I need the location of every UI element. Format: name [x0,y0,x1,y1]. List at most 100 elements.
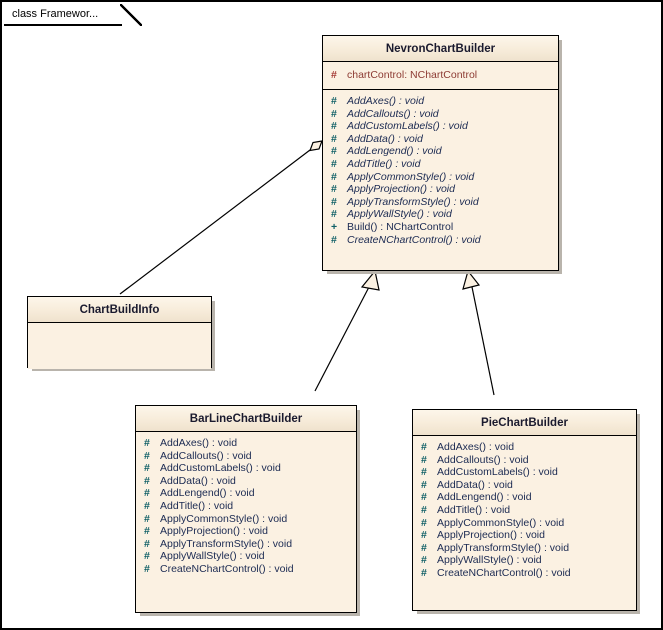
operation-row: #AddTitle() : void [413,504,636,517]
visibility-marker: # [421,453,427,466]
attributes-compartment-nevronchartbuilder: #chartControl: NChartControl [323,62,558,90]
operation-signature: AddCustomLabels() : void [437,466,558,479]
operation-signature: AddCallouts() : void [437,453,529,466]
visibility-marker: # [331,120,337,133]
members-compartment-chartbuildinfo [28,323,211,369]
operation-row: # AddData() : void [323,133,558,146]
visibility-marker: # [144,525,150,538]
visibility-marker: # [421,478,427,491]
visibility-marker: # [144,512,150,525]
operation-signature: AddCallouts() : void [347,107,439,120]
operation-row: # AddTitle() : void [323,158,558,171]
operation-row: #ApplyProjection() : void [323,183,558,196]
visibility-marker: # [144,462,150,475]
operation-row: # ApplyTransformStyle() : void [323,196,558,209]
operation-row: # AddAxes() : void [413,441,636,454]
operation-signature: CreateNChartControl() : void [437,566,571,579]
operation-signature: CreateNChartControl() : void [347,233,481,246]
operation-signature: ApplyTransformStyle() : void [437,541,570,554]
visibility-marker: # [421,554,427,567]
operation-signature: ApplyWallStyle() : void [160,550,265,563]
class-name-barlinechartbuilder: BarLineChartBuilder [136,406,356,432]
operation-row: # AddAxes() : void [323,95,558,108]
operation-signature: ApplyProjection() : void [160,525,268,538]
visibility-marker: + [331,220,338,233]
operation-row: #AddData() : void [136,475,356,488]
visibility-marker: # [421,466,427,479]
operation-row: # AddCustomLabels() : void [323,120,558,133]
operation-row: #ApplyProjection() : void [413,529,636,542]
aggregation-nevron-chartbuildinfo[interactable] [119,140,323,295]
operation-signature: AddAxes() : void [160,437,238,449]
operation-row: #AddCallouts() : void [323,108,558,121]
operation-row: #ApplyWallStyle() : void [413,554,636,567]
diagram-title-tab[interactable]: class Framewor... [4,4,122,26]
operation-signature: AddTitle() : void [160,499,234,512]
operation-signature: AddAxes() : void [437,441,515,453]
operation-row: # ApplyTransformStyle() : void [413,542,636,555]
operation-row: # ApplyProjection() : void [136,525,356,538]
operation-row: #AddTitle() : void [136,500,356,513]
visibility-marker: # [144,437,150,449]
generalization-pie-nevron[interactable] [462,269,495,396]
operation-row: #AddLengend() : void [413,491,636,504]
operations-compartment-barlinechartbuilder: #AddAxes() : void #AddCallouts() : void … [136,432,356,582]
visibility-marker: # [421,566,427,579]
operation-row: # ApplyTransformStyle() : void [136,538,356,551]
operation-signature: AddData() : void [347,132,423,145]
operations-compartment-nevronchartbuilder: #AddAxes() : void #AddCallouts() : void … [323,90,558,253]
visibility-marker: # [421,491,427,504]
visibility-marker: # [144,562,150,575]
operation-row: # ApplyCommonStyle() : void [136,513,356,526]
operation-signature: AddCustomLabels() : void [347,120,468,133]
generalization-barline-nevron[interactable] [314,269,380,392]
visibility-marker: # [331,95,337,107]
operation-row: #AddData() : void [413,479,636,492]
diagram-tab-slant-icon [120,4,142,26]
operation-row: +Build() : NChartControl [323,221,558,234]
operation-row: # AddAxes() : void [136,437,356,450]
attribute-signature: chartControl: NChartControl [347,69,478,81]
visibility-marker: # [331,132,337,145]
operation-signature: AddLengend() : void [160,487,255,500]
class-box-nevronchartbuilder[interactable]: NevronChartBuilder #chartControl: NChart… [322,35,559,271]
visibility-marker: # [331,233,337,246]
class-box-chartbuildinfo[interactable]: ChartBuildInfo [27,296,212,369]
operation-signature: AddCustomLabels() : void [160,462,281,475]
operation-signature: ApplyCommonStyle() : void [347,170,475,183]
operation-signature: ApplyCommonStyle() : void [160,512,288,525]
operation-row: # ApplyWallStyle() : void [136,550,356,563]
visibility-marker: # [421,441,427,453]
operation-signature: CreateNChartControl() : void [160,562,294,575]
operation-row: # CreateNChartControl() : void [413,567,636,580]
operation-signature: AddCallouts() : void [160,449,252,462]
visibility-marker: # [144,537,150,550]
operation-signature: ApplyCommonStyle() : void [437,516,565,529]
visibility-marker: # [331,183,337,196]
operation-signature: ApplyTransformStyle() : void [160,537,293,550]
operation-signature: ApplyTransformStyle() : void [347,195,479,208]
operation-row: #AddLengend() : void [323,145,558,158]
operation-signature: AddTitle() : void [347,157,421,170]
operation-row: # AddCustomLabels() : void [136,462,356,475]
operation-signature: AddAxes() : void [347,95,425,107]
attribute-row: #chartControl: NChartControl [323,67,558,83]
visibility-marker: # [331,157,337,170]
class-name-piechartbuilder: PieChartBuilder [413,410,636,436]
operation-signature: AddLengend() : void [347,145,442,158]
operation-row: #ApplyWallStyle() : void [323,208,558,221]
visibility-marker: # [144,474,150,487]
visibility-marker: # [331,195,337,208]
visibility-marker: # [144,449,150,462]
operation-signature: AddTitle() : void [437,503,511,516]
visibility-marker: # [144,550,150,563]
class-box-barlinechartbuilder[interactable]: BarLineChartBuilder #AddAxes() : void #A… [135,405,357,613]
class-box-piechartbuilder[interactable]: PieChartBuilder # AddAxes() : void # AddCa… [412,409,637,611]
operations-compartment-piechartbuilder: #AddAxes() : void #AddCallouts() : void … [413,436,636,586]
class-name-chartbuildinfo: ChartBuildInfo [28,297,211,323]
operation-row: #ApplyCommonStyle() : void [323,171,558,184]
visibility-marker: # [421,541,427,554]
operation-row: # AddCustomLabels() : void [413,466,636,479]
operation-row: # AddCallouts() : void [413,454,636,467]
